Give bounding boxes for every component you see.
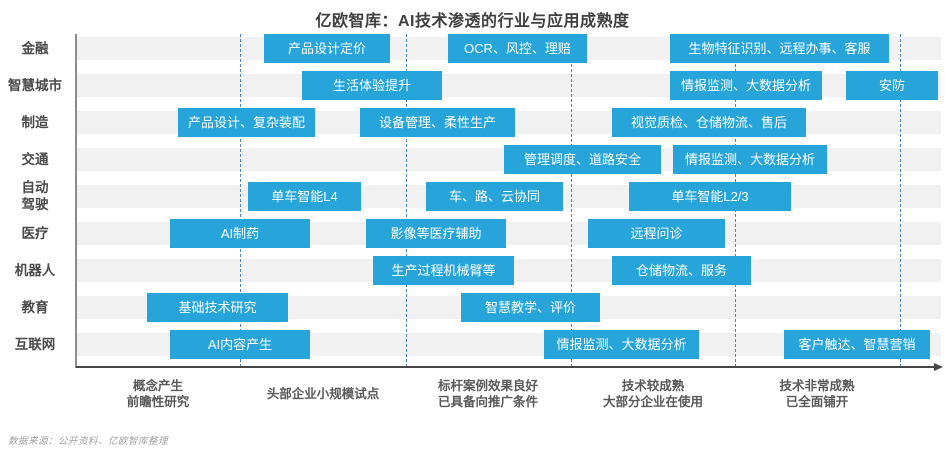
app-box: 产品设计、复杂装配	[178, 107, 315, 137]
app-box: 情报监测、大数据分析	[670, 70, 822, 100]
row-label: 机器人	[14, 262, 56, 278]
x-axis-line	[76, 366, 935, 368]
app-box: 单车智能L4	[248, 181, 361, 211]
app-box: 影像等医疗辅助	[366, 218, 506, 248]
stage-divider	[900, 34, 901, 367]
stage-label: 技术非常成熟已全面铺开	[779, 379, 855, 409]
app-box: 产品设计定价	[264, 33, 390, 63]
app-box: 安防	[846, 70, 938, 100]
app-box: 生活体验提升	[302, 70, 442, 100]
app-box: 客户触达、智慧营销	[784, 329, 930, 359]
stage-label: 概念产生前瞻性研究	[126, 379, 190, 409]
app-box: 管理调度、道路安全	[504, 144, 661, 174]
x-axis-arrow-icon	[934, 362, 943, 371]
app-box: 生物特征识别、远程办事、客服	[670, 33, 889, 63]
app-box: 视觉质检、仓储物流、售后	[612, 107, 806, 137]
stage-divider	[240, 34, 241, 367]
app-box: 情报监测、大数据分析	[544, 329, 699, 359]
source-note: 数据来源：公开资料、亿欧智库整理	[8, 436, 169, 447]
stage-divider	[406, 34, 407, 367]
row-label: 交通	[21, 151, 49, 167]
stage-label: 头部企业小规模试点	[266, 387, 380, 401]
app-box: 仓储物流、服务	[612, 255, 751, 285]
stage-label: 技术较成熟大部分企业在使用	[602, 379, 703, 409]
row-label: 医疗	[21, 225, 49, 241]
row-label: 智慧城市	[8, 77, 62, 93]
app-box: AI制药	[170, 218, 310, 248]
y-axis-line	[75, 34, 77, 368]
app-box: 远程问诊	[588, 218, 725, 248]
app-box: OCR、风控、理赔	[448, 33, 587, 63]
app-box: 智慧教学、评价	[461, 292, 600, 322]
stage-label: 标杆案例效果良好已具备向推广条件	[437, 379, 538, 409]
row-label: 互联网	[14, 336, 56, 352]
app-box: 生产过程机械臂等	[373, 255, 514, 285]
app-box: 车、路、云协同	[426, 181, 563, 211]
row-label: 自动驾驶	[21, 180, 49, 212]
stage-divider	[571, 34, 572, 367]
chart-title: 亿欧智库：AI技术渗透的行业与应用成熟度	[315, 13, 630, 30]
app-box: 基础技术研究	[147, 292, 288, 322]
app-box: 单车智能L2/3	[629, 181, 791, 211]
app-box: AI内容产生	[170, 329, 310, 359]
app-box: 情报监测、大数据分析	[673, 144, 827, 174]
app-box: 设备管理、柔性生产	[360, 107, 515, 137]
row-label: 教育	[21, 299, 49, 315]
row-label: 制造	[21, 114, 49, 130]
row-label: 金融	[21, 40, 49, 56]
